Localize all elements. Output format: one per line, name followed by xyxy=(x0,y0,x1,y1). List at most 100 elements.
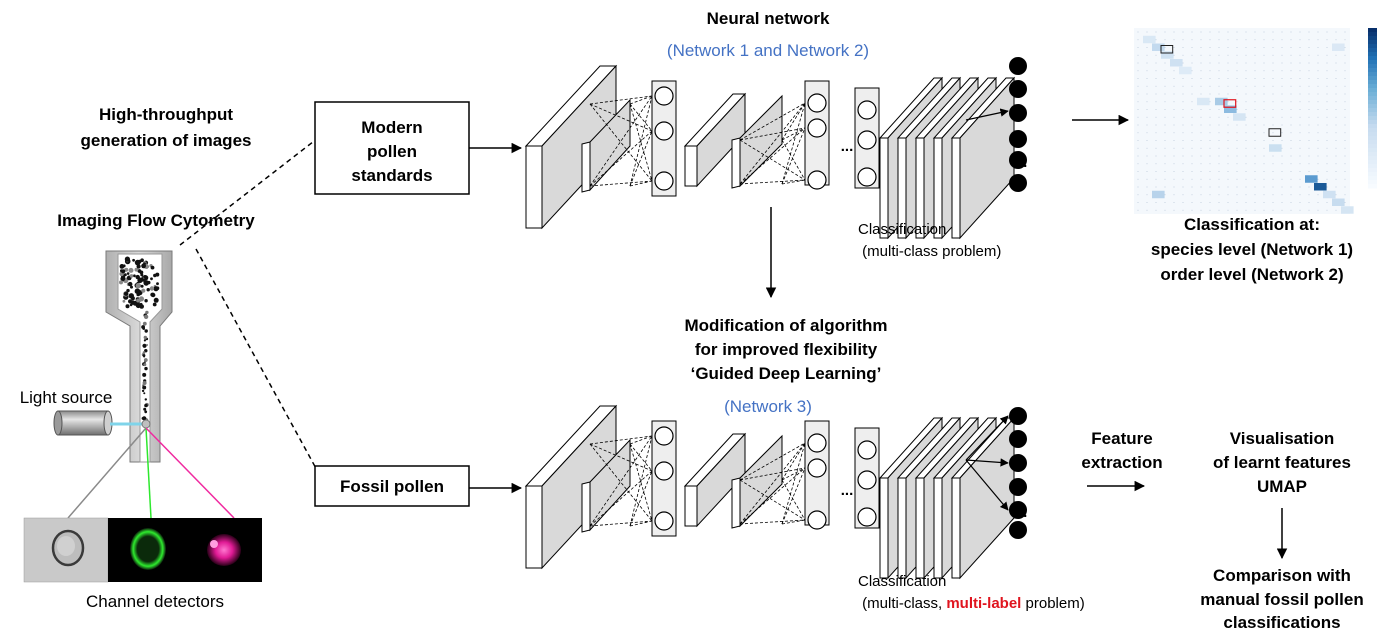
pollen-dot xyxy=(138,296,144,302)
pollen-dot xyxy=(155,286,160,291)
matrix-dot xyxy=(1164,147,1166,149)
matrix-dot xyxy=(1335,101,1337,103)
pollen-dot xyxy=(149,286,155,291)
connection xyxy=(589,95,653,105)
matrix-dot xyxy=(1200,194,1202,196)
matrix-dot xyxy=(1326,31,1328,33)
matrix-dot xyxy=(1137,202,1139,203)
matrix-dot xyxy=(1182,93,1184,95)
confusion-matrix-heatmap xyxy=(1134,28,1377,214)
matrix-dot xyxy=(1281,31,1283,33)
matrix-dot xyxy=(1254,163,1256,165)
matrix-dot xyxy=(1218,31,1220,33)
neuron xyxy=(807,458,827,478)
matrix-dot xyxy=(1155,171,1157,172)
matrix-dot xyxy=(1344,140,1346,141)
matrix-dot xyxy=(1146,140,1148,141)
matrix-dot xyxy=(1263,101,1265,103)
matrix-dot xyxy=(1335,163,1337,165)
matrix-dot xyxy=(1254,140,1256,141)
pollen-dot xyxy=(143,407,147,411)
colorbar-segment xyxy=(1368,88,1377,93)
matrix-dot xyxy=(1146,101,1148,103)
matrix-dot xyxy=(1200,124,1202,126)
highlight-box-red xyxy=(1223,99,1237,108)
matrix-dot xyxy=(1218,78,1220,79)
connection xyxy=(739,127,806,185)
magenta-channel-image xyxy=(190,518,262,582)
matrix-dot xyxy=(1281,202,1283,203)
pollen-particles xyxy=(119,256,160,423)
matrix-dot xyxy=(1236,209,1238,211)
neuron xyxy=(857,130,877,150)
matrix-dot xyxy=(1344,202,1346,203)
pollen-dot xyxy=(130,296,135,301)
matrix-dot xyxy=(1326,171,1328,172)
modification-line-2: for improved flexibility xyxy=(695,340,878,359)
matrix-dot xyxy=(1236,171,1238,172)
matrix-dot xyxy=(1200,47,1202,48)
matrix-dot xyxy=(1200,85,1202,87)
pollen-dot xyxy=(123,291,129,296)
output-map-edge xyxy=(915,477,925,579)
matrix-dot xyxy=(1191,171,1193,172)
matrix-dot xyxy=(1218,70,1220,72)
matrix-dot xyxy=(1335,78,1337,79)
matrix-dot xyxy=(1281,140,1283,141)
matrix-dot xyxy=(1272,202,1274,203)
matrix-dot xyxy=(1173,171,1175,172)
colorbar-segment xyxy=(1368,108,1377,113)
matrix-dot xyxy=(1236,70,1238,72)
neuron xyxy=(654,511,674,531)
matrix-dot xyxy=(1308,31,1310,33)
connection xyxy=(781,479,806,521)
output-map-edge xyxy=(879,137,889,239)
matrix-dot xyxy=(1344,93,1346,95)
matrix-dot xyxy=(1218,163,1220,165)
sublabel-part-3: problem) xyxy=(1021,595,1084,612)
matrix-dot xyxy=(1182,54,1184,56)
feature-map-2 xyxy=(739,434,783,528)
matrix-dot xyxy=(1191,140,1193,141)
matrix-dot xyxy=(1245,85,1247,87)
ifc-title: Imaging Flow Cytometry xyxy=(57,211,255,230)
conv-layer-1-front xyxy=(525,485,543,569)
matrix-dot xyxy=(1245,140,1247,141)
matrix-cell xyxy=(1161,51,1174,59)
colorbar-segment xyxy=(1368,68,1377,73)
colorbar-segment xyxy=(1368,92,1377,97)
matrix-dot xyxy=(1173,140,1175,141)
pollen-dot xyxy=(142,372,147,377)
matrix-dot xyxy=(1209,70,1211,72)
colorbar-segment xyxy=(1368,52,1377,57)
matrix-dot xyxy=(1263,39,1265,41)
matrix-dot xyxy=(1182,31,1184,33)
matrix-dot xyxy=(1146,163,1148,165)
connection xyxy=(739,442,806,481)
matrix-dot xyxy=(1209,93,1211,95)
matrix-dot xyxy=(1317,116,1319,118)
matrix-dot xyxy=(1290,78,1292,79)
matrix-dot xyxy=(1200,39,1202,41)
matrix-dot xyxy=(1191,163,1193,165)
pollen-dot xyxy=(156,282,159,286)
connection xyxy=(739,467,806,481)
matrix-dot xyxy=(1218,47,1220,48)
matrix-cell xyxy=(1233,113,1246,121)
matrix-dot xyxy=(1146,186,1148,188)
colorbar-segment xyxy=(1368,48,1377,53)
matrix-dot xyxy=(1317,132,1319,134)
matrix-dot xyxy=(1209,202,1211,203)
matrix-dot xyxy=(1335,93,1337,95)
matrix-dot xyxy=(1335,140,1337,141)
matrix-dot xyxy=(1308,132,1310,134)
matrix-dot xyxy=(1182,116,1184,118)
matrix-dot xyxy=(1200,209,1202,211)
pollen-dot xyxy=(143,358,148,362)
matrix-dot xyxy=(1218,194,1220,196)
matrix-dot xyxy=(1254,124,1256,126)
connection xyxy=(589,130,653,187)
matrix-dot xyxy=(1272,78,1274,79)
pollen-dot xyxy=(144,366,148,371)
matrix-dot xyxy=(1164,163,1166,165)
